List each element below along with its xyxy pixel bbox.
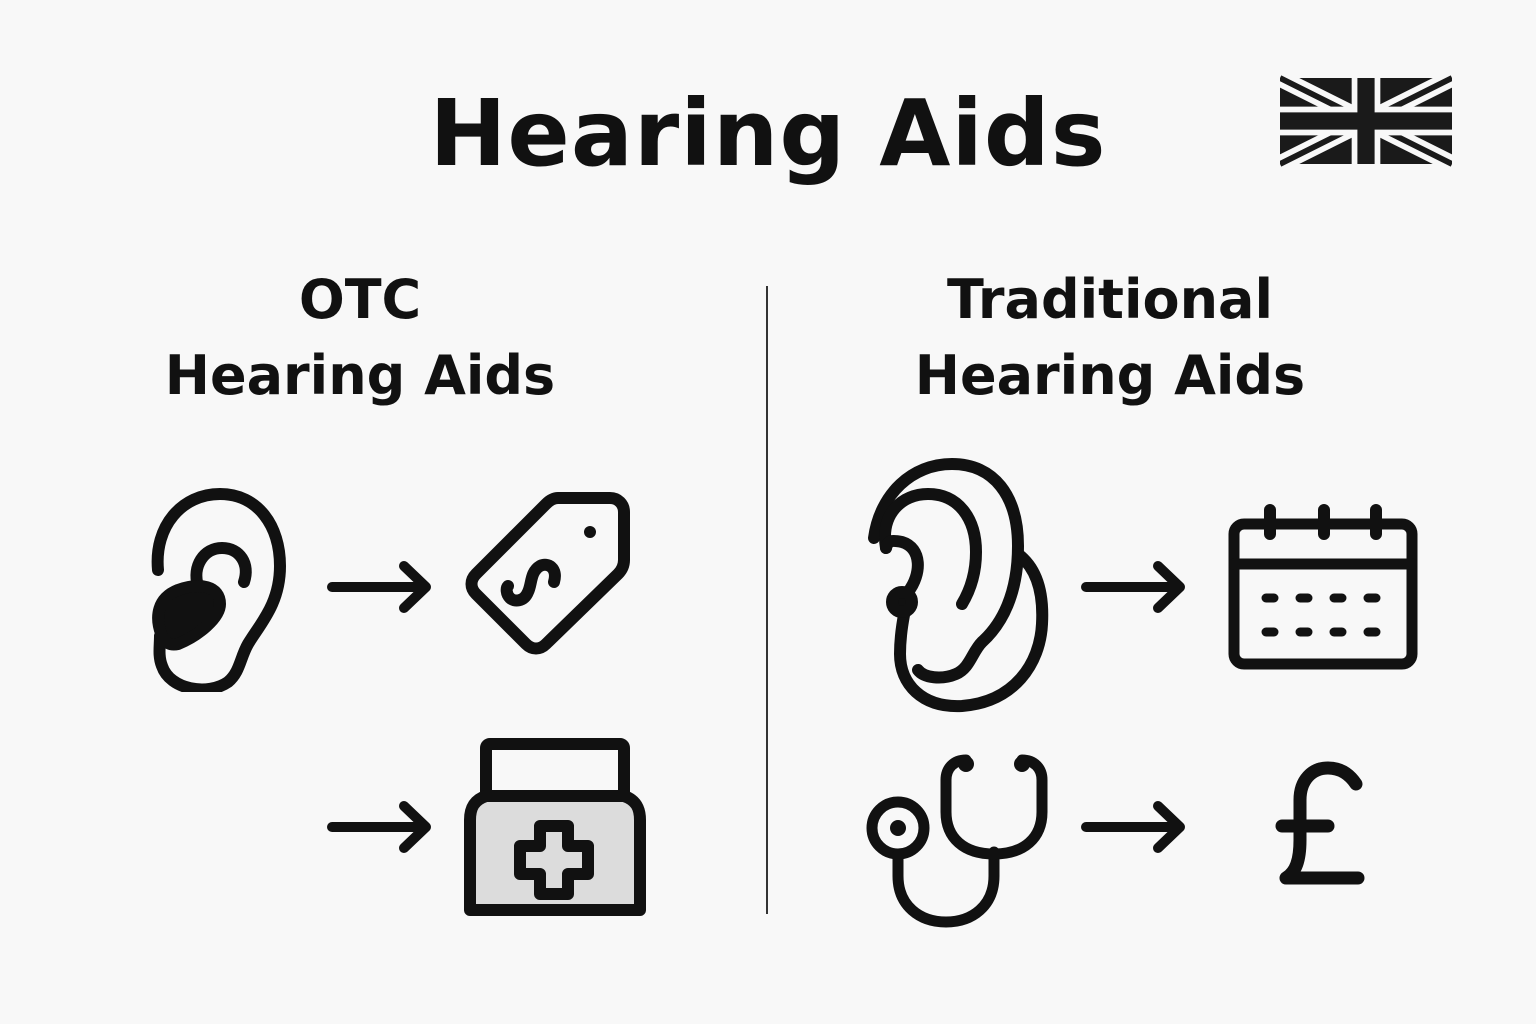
arrow-right-icon bbox=[326, 800, 436, 854]
pharmacy-medicine-box-icon bbox=[462, 736, 648, 920]
column-divider bbox=[766, 286, 768, 914]
stethoscope-icon bbox=[866, 750, 1052, 930]
ear-with-hearing-aid-icon bbox=[862, 454, 1052, 716]
otc-heading-line2: Hearing Aids bbox=[164, 344, 556, 407]
traditional-heading-line2: Hearing Aids bbox=[914, 344, 1306, 407]
calendar-icon bbox=[1226, 504, 1420, 672]
arrow-right-icon bbox=[1080, 800, 1190, 854]
otc-heading: OTC Hearing Aids bbox=[120, 262, 600, 414]
ear-with-earbud-icon bbox=[148, 486, 288, 692]
otc-heading-line1: OTC bbox=[298, 268, 422, 331]
pound-sign-icon bbox=[1268, 760, 1368, 890]
price-tag-dollar-icon bbox=[462, 488, 632, 656]
traditional-heading-line1: Traditional bbox=[947, 268, 1273, 331]
united-kingdom-flag-icon bbox=[1280, 72, 1452, 170]
page-title: Hearing Aids bbox=[429, 80, 1107, 187]
traditional-heading: Traditional Hearing Aids bbox=[860, 262, 1360, 414]
arrow-right-icon bbox=[1080, 560, 1190, 614]
arrow-right-icon bbox=[326, 560, 436, 614]
